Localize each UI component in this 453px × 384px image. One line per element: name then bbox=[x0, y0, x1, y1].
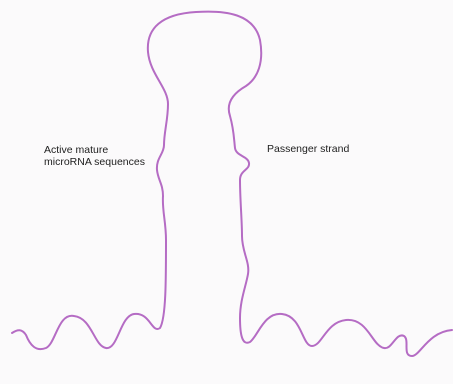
active-label-line-1: Active mature bbox=[44, 144, 145, 156]
active-label-line-2: microRNA sequences bbox=[44, 156, 145, 168]
active-mature-microrna-label: Active mature microRNA sequences bbox=[44, 144, 145, 168]
passenger-strand-label: Passenger strand bbox=[267, 143, 349, 155]
microrna-hairpin-strand bbox=[12, 12, 452, 356]
